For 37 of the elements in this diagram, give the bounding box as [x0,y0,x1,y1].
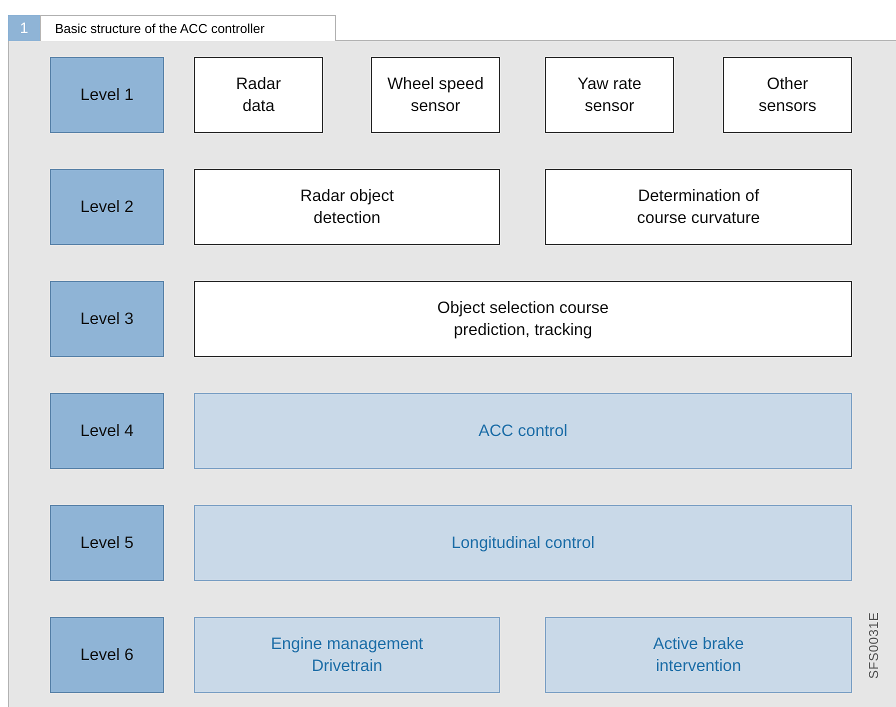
box-label: Radar data [235,74,282,117]
control-box [194,617,500,693]
box-label: Yaw rate sensor [576,74,642,117]
control-box [545,617,852,693]
level-label: Level 5 [80,533,134,554]
control-box [194,393,852,469]
box-label: Longitudinal control [451,533,595,554]
process-box [194,57,323,133]
box-label: Active brake intervention [652,634,745,677]
level-box [50,281,164,357]
box-label: ACC control [478,421,568,442]
box-label: Other sensors [758,74,818,117]
figure-title-tab: Basic structure of the ACC controller [40,15,336,41]
level-box [50,617,164,693]
box-label: Determination of course curvature [636,186,761,229]
box-label: Radar object detection [299,186,395,229]
level-box [50,505,164,581]
level-label: Level 3 [80,309,134,330]
process-box [545,57,674,133]
level-label: Level 2 [80,197,134,218]
process-box [194,281,852,357]
level-label: Level 4 [80,421,134,442]
level-label: Level 6 [80,645,134,666]
control-box [194,505,852,581]
process-box [545,169,852,245]
process-box [723,57,852,133]
level-box [50,169,164,245]
process-box [194,169,500,245]
image-code: SFS0031E [866,612,881,679]
box-label: Object selection course prediction, tracking [436,298,610,341]
box-label: Engine management Drivetrain [270,634,424,677]
level-box [50,393,164,469]
box-label: Wheel speed sensor [386,74,485,117]
process-box [371,57,500,133]
level-label: Level 1 [80,85,134,106]
figure-number: 1 [8,15,40,41]
level-box [50,57,164,133]
